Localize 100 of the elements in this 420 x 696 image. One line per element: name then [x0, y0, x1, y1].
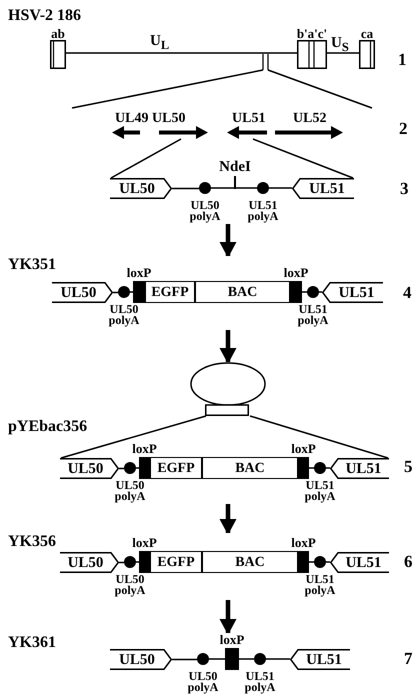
construct-name: YK356 — [8, 533, 56, 550]
dna-line — [130, 291, 133, 293]
site-label: NdeI — [219, 159, 251, 175]
polya-dot-icon — [199, 182, 211, 194]
polya-dot-icon — [118, 286, 130, 298]
dna-line — [239, 658, 254, 660]
dna-line — [319, 291, 322, 293]
zoom-line — [60, 415, 206, 459]
repeat-label: ca — [360, 27, 374, 40]
construct-name: YK351 — [8, 256, 56, 273]
region-label: U$_{S}$ — [331, 35, 349, 56]
genome-line — [327, 52, 359, 54]
genome-line — [66, 52, 297, 54]
cassette-box: EGFP — [150, 551, 202, 573]
polya-dot-icon — [314, 556, 326, 568]
gene-segment: UL50 — [52, 282, 113, 303]
gene-segment: UL51 — [330, 458, 389, 479]
dna-line — [266, 658, 290, 660]
loxp-block — [139, 457, 150, 479]
polya-label: UL50 polyA — [108, 304, 140, 326]
site-label: loxP — [291, 442, 316, 456]
repeat-label: ab — [51, 27, 65, 40]
construct-name: YK361 — [8, 634, 56, 651]
loxp-block — [290, 281, 302, 303]
polya-label: UL51 polyA — [304, 574, 336, 596]
dna-line — [326, 561, 330, 563]
row-number: 3 — [400, 180, 408, 198]
polya-dot-icon — [257, 182, 269, 194]
dna-line — [136, 561, 139, 563]
row-number: 2 — [399, 120, 408, 138]
dna-line — [119, 562, 124, 564]
loxp-block — [133, 281, 145, 303]
dna-line — [309, 467, 314, 469]
polya-dot-icon — [197, 653, 209, 665]
repeat-label: b'a'c' — [296, 27, 328, 40]
polya-dot-icon — [254, 653, 266, 665]
row-number: 7 — [404, 650, 412, 668]
site-label: loxP — [220, 633, 244, 647]
loxp-block — [298, 551, 309, 573]
site-label: loxP — [126, 266, 152, 280]
dna-line — [326, 467, 330, 469]
polya-label: UL51 polyA — [244, 671, 276, 693]
cassette-box: BAC — [195, 281, 290, 303]
dna-line — [309, 561, 314, 563]
zoom-line — [72, 69, 264, 109]
polya-dot-icon — [314, 462, 326, 474]
dna-line — [136, 467, 139, 469]
gene-segment: UL51 — [322, 282, 383, 303]
dna-line — [172, 188, 199, 190]
dna-line — [113, 292, 118, 294]
loxp-block — [225, 648, 239, 670]
site-label: loxP — [284, 266, 308, 280]
dna-line — [269, 187, 292, 189]
zoom-line — [250, 415, 388, 459]
cassette-box: EGFP — [145, 281, 195, 303]
gene-name: UL50 — [152, 111, 186, 126]
dna-line — [236, 187, 257, 189]
site-label: loxP — [132, 442, 157, 456]
loxp-block — [139, 551, 150, 573]
gene-name: UL51 — [232, 111, 266, 126]
row-number: 6 — [404, 553, 412, 571]
site-label: loxP — [132, 536, 157, 550]
site-tick — [234, 176, 236, 188]
dna-line — [119, 468, 124, 470]
dna-line — [302, 291, 307, 293]
gene-segment: UL51 — [292, 178, 354, 199]
gene-segment: UL50 — [110, 649, 172, 670]
row-number: 5 — [404, 458, 412, 476]
gene-segment: UL51 — [330, 552, 389, 573]
polya-dot-icon — [124, 462, 136, 474]
row-number: 1 — [398, 51, 406, 69]
gene-segment: UL50 — [60, 458, 119, 479]
polya-label: UL51 polyA — [298, 304, 328, 326]
dna-line — [172, 658, 197, 660]
cassette-box: BAC — [202, 551, 298, 573]
gene-segment: UL50 — [110, 178, 172, 199]
zoom-line — [268, 69, 372, 109]
cassette-box: BAC — [202, 457, 298, 479]
loxp-block — [298, 457, 309, 479]
polya-dot-icon — [124, 556, 136, 568]
dna-line — [209, 658, 225, 660]
zoom-line — [110, 138, 182, 179]
zoom-line — [252, 138, 354, 179]
site-label: loxP — [291, 536, 316, 550]
gene-segment: UL51 — [290, 649, 350, 670]
region-label: U$_{L}$ — [150, 33, 170, 54]
genome-name: HSV-2 186 — [8, 7, 82, 24]
construct-name: pYEbac356 — [8, 418, 88, 435]
plasmid-circle — [188, 362, 268, 416]
polya-dot-icon — [307, 286, 319, 298]
polya-label: UL51 polyA — [248, 200, 278, 222]
gene-name: UL49 — [115, 111, 148, 126]
gene-name: UL52 — [293, 111, 326, 126]
polya-label: UL51 polyA — [304, 480, 336, 502]
polya-label: UL50 polyA — [190, 200, 220, 222]
gene-segment: UL50 — [60, 552, 119, 573]
polya-label: UL50 polyA — [188, 671, 218, 693]
dna-line — [211, 187, 234, 189]
row-number: 4 — [403, 284, 412, 302]
cassette-box: EGFP — [150, 457, 202, 479]
